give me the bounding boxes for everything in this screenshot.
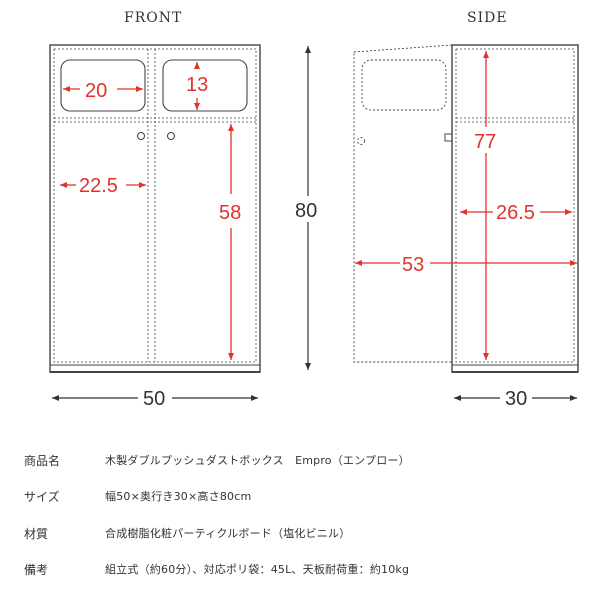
front-left-knob [137, 132, 145, 140]
overall-depth-label: 30 [505, 388, 527, 410]
side-cabinet [451, 44, 579, 373]
front-right-knob [167, 132, 175, 140]
overall-height-label: 80 [295, 200, 317, 222]
overall-width-label: 50 [143, 388, 165, 410]
spec-row-product-name: 商品名 木製ダブルプッシュダストボックス Empro（エンプロー） [0, 452, 600, 472]
side-dimensions [355, 51, 577, 360]
spec-value: 木製ダブルプッシュダストボックス Empro（エンプロー） [105, 454, 410, 467]
front-door-width-label: 22.5 [79, 175, 118, 197]
spec-row-material: 材質 合成樹脂化粧パーティクルボード（塩化ビニル） [0, 525, 600, 545]
side-open-depth-label: 53 [402, 254, 424, 276]
side-open-door-outline [353, 44, 453, 363]
side-inner-height-label: 77 [474, 131, 496, 153]
side-inner-depth-label: 26.5 [496, 202, 535, 224]
front-dimensions [60, 62, 234, 360]
spec-row-notes: 備考 組立式（約60分）、対応ポリ袋：45L、天板耐荷重：約10kg [0, 561, 600, 581]
spec-label: 材質 [24, 527, 49, 541]
front-cabinet [49, 44, 261, 373]
spec-label: サイズ [24, 490, 60, 504]
side-hinge [444, 133, 453, 142]
front-flap-height-label: 13 [186, 74, 208, 96]
side-view-title: SIDE [467, 10, 508, 26]
front-right-flap [162, 59, 248, 112]
front-door-height-label: 58 [219, 202, 241, 224]
spec-value: 幅50×奥行き30×高さ80cm [105, 490, 252, 503]
spec-label: 備考 [24, 563, 49, 577]
spec-row-size: サイズ 幅50×奥行き30×高さ80cm [0, 488, 600, 508]
front-left-flap [60, 59, 146, 112]
spec-value: 組立式（約60分）、対応ポリ袋：45L、天板耐荷重：約10kg [105, 563, 410, 576]
spec-label: 商品名 [24, 454, 61, 468]
spec-value: 合成樹脂化粧パーティクルボード（塩化ビニル） [105, 527, 351, 540]
front-view-title: FRONT [124, 10, 183, 26]
front-flap-width-label: 20 [85, 80, 107, 102]
